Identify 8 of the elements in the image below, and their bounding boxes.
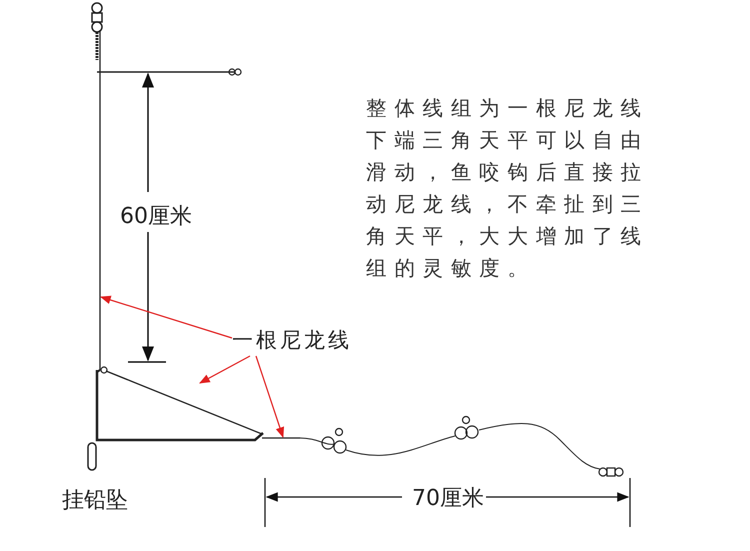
leader-arrow	[199, 355, 250, 384]
leader-arrow	[255, 356, 284, 438]
description-text: 整体线组为一根尼龙线下端三角天平可以自由滑动，鱼咬钩后直接拉动尼龙线，不牵扯到三角天平，大大增加了线组的灵敏度。	[366, 95, 650, 282]
leader-arrow	[100, 296, 232, 339]
fishing-line	[262, 437, 300, 439]
callout-text: 一根尼龙线	[232, 326, 352, 354]
fishing-line	[99, 30, 101, 370]
fishing-line	[106, 370, 262, 435]
